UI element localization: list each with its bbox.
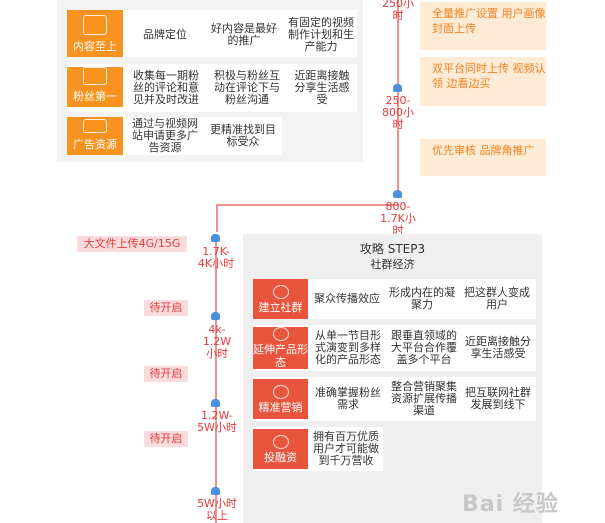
- tag-label: 精准营销: [258, 400, 303, 414]
- tag-label: 粉丝第一: [73, 90, 117, 103]
- tag-build-community[interactable]: 建立社群: [253, 279, 308, 319]
- bird-icon: [393, 190, 402, 198]
- tag-extend-product[interactable]: 延伸产品形态: [253, 327, 308, 369]
- cell: 品牌定位: [143, 27, 187, 41]
- cell: 好内容是最好的推广: [211, 21, 277, 47]
- tier-label: 800-1.7K小时: [380, 200, 416, 237]
- cell: 收集每一期粉丝的评论和意见并及时改进: [133, 69, 199, 106]
- bird-icon: [211, 399, 220, 407]
- cell: 准确掌握粉丝需求: [315, 386, 381, 411]
- tag-label: 建立社群: [258, 300, 303, 314]
- timeline-line-top: [397, 0, 399, 198]
- cell: 积极与粉丝互动在评论下与粉丝沟通: [214, 69, 280, 106]
- cell: 通过与视频网站申请更多广告资源: [132, 117, 198, 154]
- note-dual-upload: 双平台同时上传 视频认领 边看边买: [420, 57, 546, 106]
- cell: 整合营销聚集资源扩展传播渠道: [391, 380, 457, 417]
- tag-label: 延伸产品形态: [253, 343, 308, 369]
- pending-pill[interactable]: 待开启: [144, 431, 188, 447]
- tag-fans-first[interactable]: 粉丝第一: [67, 67, 123, 107]
- watermark: Bai 经验: [462, 492, 559, 517]
- tag-label: 投融资: [264, 450, 297, 464]
- step3-title: 攻略 STEP3: [359, 242, 426, 256]
- community-icon: [272, 284, 289, 299]
- cell: 从单一节目形式演变到多样化的产品形态: [315, 329, 381, 366]
- target-icon: [272, 384, 289, 399]
- cell: 更精准找到目标受众: [210, 123, 276, 148]
- document-icon: [83, 15, 107, 35]
- cell: 把这群人变成用户: [464, 286, 530, 311]
- note-priority-review: 优先审核 品牌角推广: [420, 139, 546, 176]
- pending-pill[interactable]: 待开启: [144, 300, 188, 316]
- tag-precision-marketing[interactable]: 精准营销: [253, 379, 308, 419]
- tag-investment[interactable]: 投融资: [253, 429, 308, 469]
- fans-icon: [83, 67, 107, 85]
- tier-label: 250小时: [382, 0, 414, 22]
- tag-label: 广告资源: [73, 138, 117, 151]
- bird-icon: [211, 312, 220, 320]
- note-promo-settings: 全量推广设置 用户画像 封面上传: [420, 2, 546, 50]
- step3-subtitle: 社群经济: [370, 258, 415, 271]
- tier-label: 1.7K-4K小时: [197, 245, 235, 270]
- tag-label: 内容至上: [73, 40, 117, 53]
- cell: 近距离接触分享生活感受: [294, 69, 350, 106]
- cell: 跟垂直领域的大平台合作覆盖多个平台: [391, 329, 457, 366]
- timeline-line-main: [215, 236, 217, 523]
- ad-icon: [83, 119, 107, 133]
- tag-content-first[interactable]: 内容至上: [67, 10, 123, 57]
- tag-ad-resources[interactable]: 广告资源: [67, 117, 123, 155]
- yen-icon: [272, 434, 289, 449]
- cell: 把互联网社群发展到线下: [465, 386, 531, 411]
- product-icon: [272, 327, 289, 341]
- timeline-branch-corner: [216, 204, 218, 232]
- cell: 近距离接触分享生活感受: [465, 335, 531, 360]
- tier-label: 250-800小时: [382, 94, 414, 131]
- timeline-branch: [216, 204, 399, 206]
- cell: 形成内在的凝聚力: [389, 286, 455, 311]
- bird-icon: [211, 234, 220, 242]
- cell: 有固定的视频制作计划和生产能力: [288, 15, 354, 53]
- large-file-upload-pill[interactable]: 大文件上传4G/15G: [77, 236, 187, 252]
- tier-label: 4k-1.2W小时: [202, 323, 232, 360]
- cell: 聚众传播效应: [314, 292, 380, 305]
- bird-icon: [393, 84, 402, 92]
- cell: 拥有百万优质用户才可能做到千万营收: [313, 430, 379, 467]
- tier-label: 1.2W-5W小时: [197, 409, 237, 434]
- bird-icon: [211, 487, 220, 495]
- tier-label: 5W小时以上: [197, 497, 237, 522]
- pending-pill[interactable]: 待开启: [144, 366, 188, 382]
